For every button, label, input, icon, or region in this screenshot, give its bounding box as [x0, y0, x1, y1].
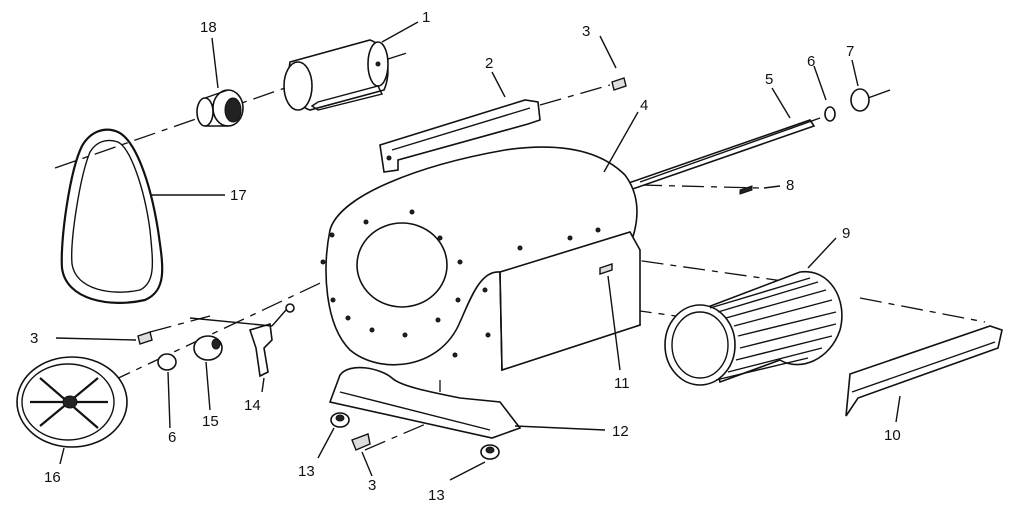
motor-pulley [196, 89, 244, 127]
callout-3-top: 3 [582, 23, 590, 40]
callout-13-left: 13 [298, 463, 315, 480]
blower-wheel [664, 271, 843, 386]
callout-7: 7 [846, 43, 854, 60]
nut-left [330, 412, 350, 428]
callout-5: 5 [765, 71, 773, 88]
motor-mount-bracket [379, 99, 541, 173]
callout-6-right: 6 [807, 53, 815, 70]
callout-12: 12 [612, 423, 629, 440]
callout-11: 11 [614, 375, 630, 392]
housing-bolts [320, 209, 601, 358]
callout-17: 17 [230, 187, 247, 204]
callout-4: 4 [640, 97, 648, 114]
callout-3-bottom: 3 [368, 477, 376, 494]
callout-14: 14 [244, 397, 261, 414]
callout-9: 9 [842, 225, 850, 242]
nut-right [480, 444, 500, 460]
callout-6-left: 6 [168, 429, 176, 446]
mounting-bracket [328, 366, 522, 439]
bearing-bushing [193, 335, 223, 361]
shaft-bearing [850, 88, 891, 112]
callout-18: 18 [200, 19, 217, 36]
callout-8: 8 [786, 177, 794, 194]
shaft-collar [824, 106, 836, 122]
callout-3-left: 3 [30, 330, 38, 347]
callout-2: 2 [485, 55, 493, 72]
screw-bottom [351, 433, 371, 451]
callout-16: 16 [44, 469, 61, 486]
filter-rail [845, 325, 1003, 417]
callout-15: 15 [202, 413, 219, 430]
callout-10: 10 [884, 427, 901, 444]
screw-top [611, 77, 627, 91]
blower-housing [320, 146, 641, 372]
blower-pulley [16, 356, 128, 448]
drive-belt [60, 128, 164, 304]
collar-left [157, 353, 177, 371]
callout-13-right: 13 [428, 487, 445, 504]
blower-motor [283, 39, 389, 111]
screw-left [137, 331, 153, 345]
callout-labels: 1 2 3 4 5 6 7 8 9 10 11 12 13 13 3 3 6 1… [30, 9, 901, 504]
adjuster-bracket [189, 303, 295, 378]
housing-screw [599, 263, 613, 275]
shaft-key [739, 185, 753, 195]
callout-1: 1 [422, 9, 430, 26]
leader-lines [55, 21, 901, 481]
